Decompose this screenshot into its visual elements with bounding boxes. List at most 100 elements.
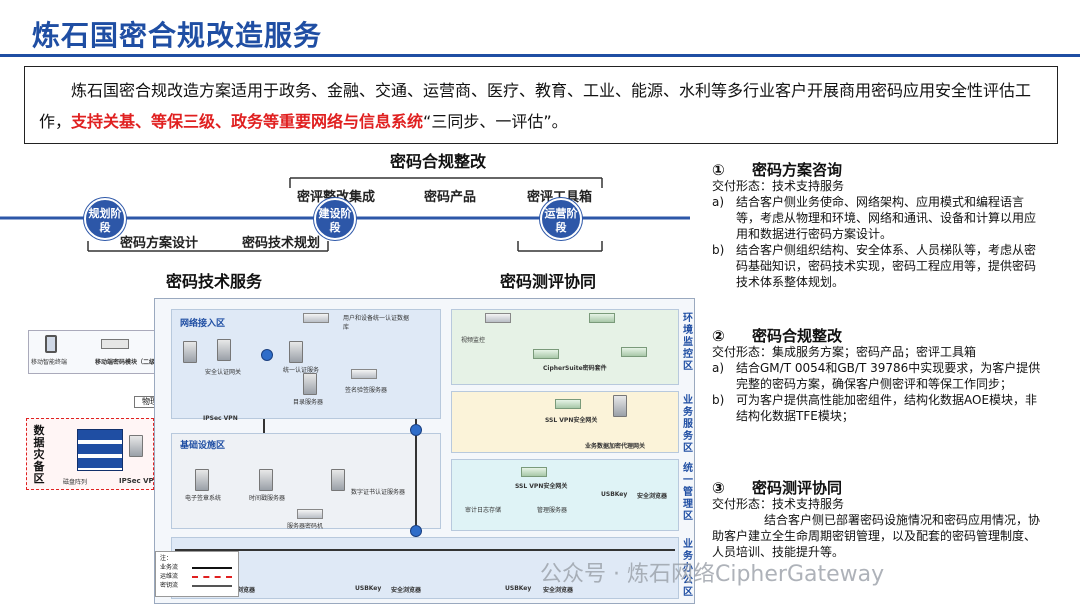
phone-icon xyxy=(45,335,57,353)
crypto-gateway-icon xyxy=(621,347,647,357)
business-office-zone xyxy=(171,537,679,599)
ipsec-label: IPSec VPN xyxy=(203,415,238,422)
camera-icon xyxy=(485,313,511,323)
timeline-item-toolbox: 密评工具箱 xyxy=(527,186,592,205)
section-evaluation: ③ 密码测评协同 交付形态：技术支持服务 结合客户侧已部署密码设施情况和密码应用情… xyxy=(712,480,1042,560)
cert-server-label: 数字证书认证服务器 xyxy=(351,489,406,496)
ssl-vpn-icon-1 xyxy=(555,399,581,409)
legend-key: 密钥流 xyxy=(160,582,179,589)
unified-auth-label: 统一认证服务 xyxy=(283,367,320,374)
ipsec-backup-icon xyxy=(129,435,143,457)
server-crypto-label: 服务器密码机 xyxy=(287,523,324,530)
intro-highlight: 支持关基、等保三级、政务等重要网络与信息系统 xyxy=(71,112,424,131)
unified-mgmt-zone xyxy=(451,459,679,531)
user-auth-label: 用户和设备统一认证数据库 xyxy=(343,315,410,331)
remediation-item-b-marker: b) xyxy=(712,393,725,407)
legend-business-line xyxy=(192,567,232,569)
timeline-item-products: 密码产品 xyxy=(424,190,477,205)
legend-ops-line xyxy=(192,576,232,578)
browser-label-office-2: 安全浏览器 xyxy=(391,587,422,594)
stage-planning: 规划阶段 xyxy=(84,198,126,240)
section-evaluation-form: 交付形态：技术支持服务 xyxy=(712,497,845,511)
esign-label: 电子签章系统 xyxy=(185,495,222,502)
disk-array-icon xyxy=(77,429,123,471)
directory-server-icon xyxy=(303,373,317,395)
browser-label-office-1: 安全浏览器 xyxy=(225,587,256,594)
timestamp-label: 时间戳服务器 xyxy=(249,495,286,502)
timeline-item-tech-plan: 密码技术规划 xyxy=(242,236,321,251)
timeline-item-scheme: 密码方案设计 xyxy=(120,236,199,251)
section-consult-form: 交付形态：技术支持服务 xyxy=(712,179,845,193)
timeline-bottom-right: 密码测评协同 xyxy=(500,272,597,291)
mobile-module-label: 移动端密码模块（二级） xyxy=(94,359,161,366)
ssl-vpn-label-2: SSL VPN安全网关 xyxy=(515,483,568,490)
unified-auth-icon xyxy=(289,341,303,363)
intro-end: “三同步、一评估”。 xyxy=(423,112,568,131)
legend-ops: 运维流 xyxy=(160,573,179,580)
stage-operation: 运营阶段 xyxy=(540,198,582,240)
server-crypto-icon xyxy=(297,509,323,519)
usbkey-label-office-3: USBKey xyxy=(505,585,532,592)
stage-construction: 建设阶段 xyxy=(314,198,356,240)
auth-gw-label: 安全认证网关 xyxy=(205,369,242,376)
architecture-diagram: 网络接入区 安全认证网关 统一认证服务 用户和设备统一认证数据库 目录服务器 签… xyxy=(154,298,695,604)
browser-label-office-3: 安全浏览器 xyxy=(543,587,574,594)
link-access-infra xyxy=(263,419,265,433)
consult-item-b-marker: b) xyxy=(712,243,725,257)
esign-server-icon xyxy=(195,469,209,491)
log-label: 审计日志存储 xyxy=(465,507,502,514)
remediation-item-b: 可为客户提供高性能加密组件，结构化数据AOE模块，非结构化数据TFE模块； xyxy=(736,393,1038,423)
usbkey-label-office-2: USBKey xyxy=(355,585,382,592)
crypto-gw-label: 业务数据加密代理网关 xyxy=(585,443,646,450)
section-evaluation-title: 密码测评协同 xyxy=(752,479,843,497)
cert-server-icon xyxy=(331,469,345,491)
ciphersuite-label-1: CipherSuite密码套件 xyxy=(543,365,607,372)
backup-label: 磁盘阵列 xyxy=(63,479,88,486)
section-consult-title: 密码方案咨询 xyxy=(752,161,843,179)
business-service-zone xyxy=(451,391,679,453)
mobile-label: 移动智能终端 xyxy=(31,359,68,366)
unified-mgmt-label: 统一管理区 xyxy=(683,463,693,522)
ssl-vpn-icon-2 xyxy=(521,467,547,477)
section-evaluation-num: ③ xyxy=(712,479,725,497)
consult-item-b: 结合客户侧组织结构、安全体系、人员梯队等，考虑从密码基础知识，密码技术实现，密码… xyxy=(736,243,1037,289)
legend: 注： 业务流 运维流 密钥流 xyxy=(155,551,239,597)
browser-label-mgmt: 安全浏览器 xyxy=(637,493,668,500)
business-service-label: 业务服务区 xyxy=(683,395,693,454)
section-remediation-title: 密码合规整改 xyxy=(752,327,843,345)
section-evaluation-text: 结合客户侧已部署密码设施情况和密码应用情况，协助客户建立全生命周期密钥管理，以及… xyxy=(712,513,1041,559)
page-title: 炼石国密合规改造服务 xyxy=(32,19,323,52)
link-core xyxy=(415,419,417,537)
intro-box: 炼石国密合规改造方案适用于政务、金融、交通、运营商、医疗、教育、工业、能源、水利… xyxy=(24,66,1058,144)
ciphersuite-icon-1 xyxy=(533,349,559,359)
intro-text: 炼石国密合规改造方案适用于政务、金融、交通、运营商、医疗、教育、工业、能源、水利… xyxy=(39,81,1032,131)
router-icon xyxy=(261,349,273,361)
section-remediation-num: ② xyxy=(712,327,725,345)
office-router-icon xyxy=(410,525,422,537)
video-label: 视频监控 xyxy=(461,337,486,344)
network-access-zone: 网络接入区 xyxy=(171,309,441,419)
consult-item-a-marker: a) xyxy=(712,195,725,209)
business-office-label: 业务办公区 xyxy=(683,539,693,598)
auth-gateway-icon xyxy=(217,339,231,361)
auth-db-icon xyxy=(303,313,329,323)
disaster-zone: 数据灾备区 磁盘阵列 IPSec VPN xyxy=(26,418,160,490)
timestamp-server-icon xyxy=(259,469,273,491)
legend-title: 注： xyxy=(160,555,173,562)
crypto-module-icon xyxy=(101,339,129,349)
timeline-top-title: 密码合规整改 xyxy=(390,152,487,171)
business-server-icon xyxy=(613,395,627,417)
office-bus-line xyxy=(175,549,675,551)
core-router-icon xyxy=(410,424,422,436)
ssl-vpn-label-1: SSL VPN安全网关 xyxy=(545,417,598,424)
section-remediation-form: 交付形态：集成服务方案；密码产品；密评工具箱 xyxy=(712,345,977,359)
watermark: 公众号 · 炼石网络CipherGateway xyxy=(540,562,885,587)
ipsec-backup-label: IPSec VPN xyxy=(119,477,160,485)
remediation-item-a-marker: a) xyxy=(712,361,725,375)
infra-label: 基础设施区 xyxy=(180,441,226,451)
ciphersuite-icon-2 xyxy=(589,313,615,323)
kms-label: 管理服务器 xyxy=(537,507,568,514)
disaster-zone-label: 数据灾备区 xyxy=(33,424,45,485)
